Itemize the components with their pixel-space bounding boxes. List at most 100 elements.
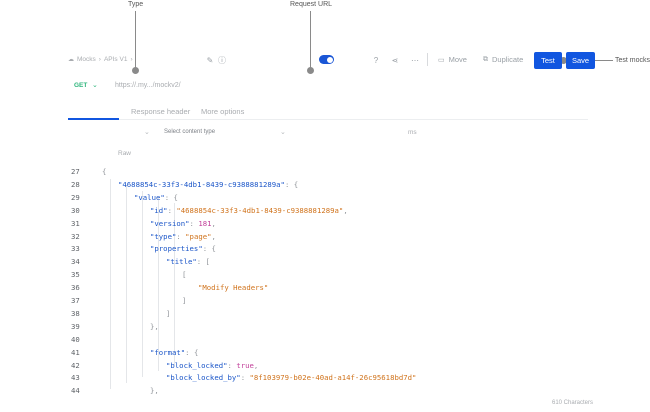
breadcrumb: ☁ Mocks › APIs V1 ›	[68, 56, 133, 63]
tab-response-header[interactable]: Response header	[131, 107, 191, 116]
code-token: },	[150, 321, 159, 331]
annotation-request-url-line	[310, 11, 311, 69]
line-number: 38	[71, 308, 80, 318]
annotation-request-url-dot	[307, 67, 314, 74]
code-token: "value"	[134, 192, 165, 202]
duplicate-icon: ⧉	[483, 55, 488, 63]
code-line[interactable]: "4688854c-33f3-4db1-8439-c9388881289a": …	[118, 180, 298, 189]
code-token: : {	[202, 244, 216, 254]
line-number: 30	[71, 205, 80, 215]
save-button[interactable]: Save	[566, 52, 595, 69]
code-line[interactable]: "value": {	[134, 193, 178, 202]
move-button[interactable]: ▭ Move	[438, 55, 467, 64]
code-token: "block_locked"	[166, 360, 228, 370]
duplicate-button[interactable]: ⧉ Duplicate	[483, 55, 523, 64]
line-number: 39	[71, 321, 80, 331]
code-token: [	[182, 270, 187, 280]
code-token: "4688854c-33f3-4db1-8439-c9388881289a"	[176, 205, 344, 215]
code-line[interactable]: "properties": {	[150, 244, 216, 253]
code-line[interactable]: "Modify Headers"	[198, 283, 268, 292]
line-number: 27	[71, 167, 80, 176]
info-icon[interactable]: ⓘ	[218, 55, 226, 65]
code-token: "Modify Headers"	[198, 283, 269, 293]
test-button[interactable]: Test	[534, 52, 562, 69]
body-mode-raw[interactable]: Raw	[118, 150, 132, 157]
line-number: 32	[71, 231, 80, 241]
annotation-type: Type	[128, 1, 144, 8]
line-number: 33	[71, 244, 80, 254]
active-tab-indicator	[68, 118, 119, 120]
line-number: 42	[71, 360, 80, 370]
code-token: ]	[182, 296, 187, 305]
code-token: "8f103979-b02e-40ad-a14f-26c95618bd7d"	[249, 373, 417, 383]
breadcrumb-folder[interactable]: APIs V1	[103, 56, 128, 63]
code-token: ,	[343, 205, 348, 215]
indent-guide	[126, 185, 127, 383]
code-token: :	[176, 231, 186, 241]
code-line[interactable]: "block_locked": true,	[166, 361, 258, 370]
more-icon[interactable]: ⋯	[411, 55, 419, 65]
http-method-select[interactable]: GET	[74, 82, 88, 89]
indent-guide	[174, 203, 175, 365]
annotation-test-mocks-dot	[560, 57, 567, 64]
indent-guide	[158, 197, 159, 371]
annotation-type-dot	[132, 67, 139, 74]
cloud-icon: ☁	[68, 57, 74, 63]
code-token: ,	[211, 231, 216, 241]
character-count: 610 Characters	[552, 400, 594, 406]
share-icon[interactable]: ⋖	[391, 55, 399, 65]
line-number: 36	[71, 283, 80, 293]
code-token: : {	[164, 192, 178, 202]
code-line[interactable]: ]	[182, 296, 186, 305]
code-line[interactable]: "id": "4688854c-33f3-4db1-8439-c93888812…	[150, 206, 348, 215]
code-line[interactable]: "title": [	[166, 257, 210, 266]
line-number: 34	[71, 257, 80, 267]
code-token: : [	[196, 257, 210, 267]
line-number: 28	[71, 179, 80, 189]
code-line[interactable]: {	[102, 167, 106, 176]
breadcrumb-root[interactable]: Mocks	[77, 56, 96, 63]
code-token: {	[102, 167, 107, 176]
code-token: "block_locked_by"	[166, 373, 241, 383]
code-token: ,	[211, 218, 216, 228]
code-line[interactable]: },	[150, 386, 159, 395]
delay-unit-label: ms	[408, 129, 417, 136]
code-line[interactable]: ]	[166, 309, 170, 318]
code-token: "page"	[185, 231, 212, 241]
chevron-down-icon[interactable]: ⌄	[280, 129, 286, 136]
code-token: "format"	[150, 347, 186, 357]
code-token: ,	[253, 360, 259, 370]
indent-guide	[110, 179, 111, 389]
content-type-select[interactable]: Select content type	[164, 129, 216, 135]
move-icon: ▭	[438, 56, 445, 64]
annotation-type-line	[135, 11, 136, 69]
code-token: "properties"	[150, 244, 203, 254]
move-label: Move	[448, 55, 467, 64]
code-token: :	[189, 218, 199, 228]
code-line[interactable]: },	[150, 322, 159, 331]
help-icon[interactable]: ?	[373, 55, 379, 65]
tab-more-options[interactable]: More options	[201, 107, 245, 116]
code-token: : {	[185, 347, 199, 357]
code-token: },	[150, 386, 159, 396]
chevron-down-icon[interactable]: ⌄	[92, 82, 98, 89]
code-line[interactable]: "type": "page",	[150, 232, 216, 241]
line-number: 40	[71, 334, 80, 344]
line-number: 31	[71, 218, 80, 228]
line-number: 37	[71, 296, 80, 305]
tabs-divider	[68, 119, 588, 120]
request-url-field[interactable]: https://.my.../mockv2/	[115, 82, 181, 89]
toolbar-divider	[427, 53, 428, 66]
annotation-test-mocks: Test mocks	[615, 57, 650, 64]
code-token: "4688854c-33f3-4db1-8439-c9388881289a"	[118, 179, 285, 189]
edit-icon[interactable]: ✎	[206, 55, 214, 65]
chevron-down-icon[interactable]: ⌄	[144, 129, 150, 136]
indent-guide	[142, 191, 143, 377]
duplicate-label: Duplicate	[492, 55, 524, 64]
mock-enabled-toggle[interactable]	[319, 55, 334, 64]
code-line[interactable]: [	[182, 270, 186, 279]
code-line[interactable]: "version": 181,	[150, 219, 216, 228]
code-line[interactable]: "block_locked_by": "8f103979-b02e-40ad-a…	[166, 373, 416, 382]
line-number: 29	[71, 192, 80, 202]
code-line[interactable]: "format": {	[150, 348, 198, 357]
